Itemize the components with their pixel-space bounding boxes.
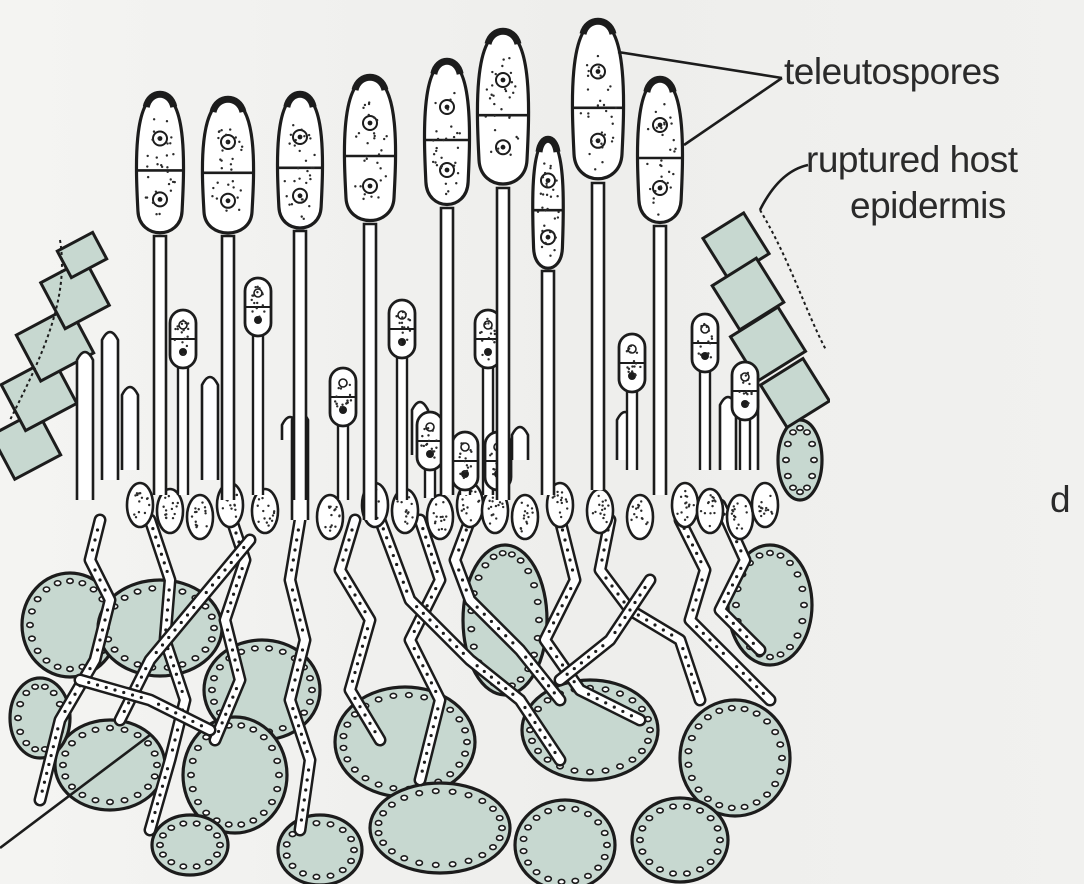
young-spore <box>389 300 415 500</box>
label-partial-letter: d <box>1050 480 1070 520</box>
basal-cell <box>157 489 183 533</box>
young-spore <box>417 412 443 498</box>
paraphysis <box>202 377 218 480</box>
host-cell <box>680 700 790 816</box>
basal-cell <box>512 495 538 539</box>
paraphysis <box>122 387 138 470</box>
young-spore <box>170 310 196 495</box>
label-epidermis: epidermis <box>850 186 1006 226</box>
teleutospore <box>344 77 395 520</box>
teleutospore <box>638 79 683 495</box>
young-spore <box>245 278 271 495</box>
paraphysis <box>512 427 528 460</box>
paraphysis <box>77 352 93 500</box>
host-cell <box>278 815 362 884</box>
basal-cell <box>127 483 153 527</box>
basal-cell <box>672 483 698 527</box>
label-ruptured-host: ruptured host <box>806 140 1018 180</box>
teleutospore <box>136 94 183 495</box>
basal-cell <box>252 489 278 533</box>
host-cell <box>515 800 615 884</box>
host-cell <box>778 420 822 500</box>
basal-cell <box>697 489 723 533</box>
label-teleutospores: teleutospores <box>784 52 1000 92</box>
basal-cell <box>752 483 778 527</box>
host-cell <box>370 783 510 873</box>
basal-cell <box>187 495 213 539</box>
basal-cell <box>427 495 453 539</box>
young-spore <box>452 432 478 495</box>
basal-cell <box>727 495 753 539</box>
teleutospore <box>533 139 564 495</box>
young-spore <box>692 314 718 470</box>
host-cell <box>152 815 228 875</box>
basal-cell <box>587 489 613 533</box>
host-cell <box>632 798 728 882</box>
basal-cell <box>317 495 343 539</box>
paraphysis <box>102 332 118 480</box>
young-spore <box>330 368 356 500</box>
hypha <box>600 520 700 700</box>
basal-cell <box>627 495 653 539</box>
epidermis-right <box>703 210 830 427</box>
